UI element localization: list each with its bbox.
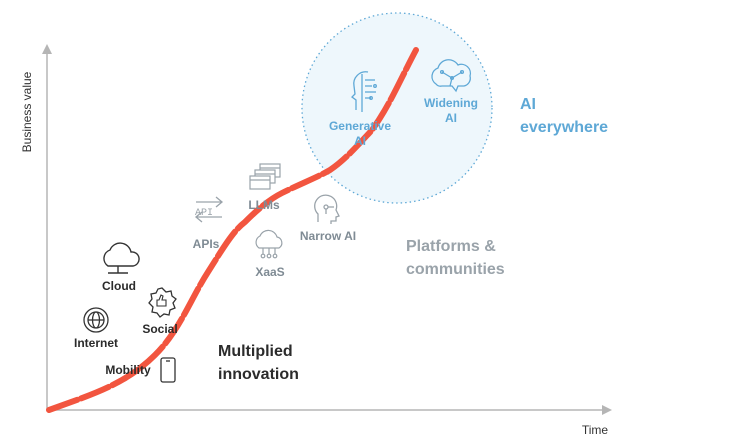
- globe-icon: [83, 307, 109, 333]
- stacked-windows-icon: [249, 163, 281, 190]
- x-axis-label: Time: [582, 423, 609, 437]
- phase-multiplied-innovation-line2: innovation: [218, 366, 299, 383]
- phase-multiplied-innovation-line1: Multiplied: [218, 343, 293, 360]
- internet-label: Internet: [74, 336, 118, 350]
- x-axis: [47, 405, 612, 415]
- phase-ai-everywhere-line1: AI: [520, 96, 536, 113]
- narrow-ai-label: Narrow AI: [300, 229, 356, 243]
- social-label: Social: [142, 322, 177, 336]
- growth-curve: [46, 47, 419, 413]
- phase-ai-everywhere-line2: everywhere: [520, 119, 608, 136]
- phase-platforms-communities-line1: Platforms &: [406, 238, 496, 255]
- ai-face-icon: [351, 71, 377, 112]
- cloud-label: Cloud: [102, 279, 136, 293]
- y-axis-arrow: [42, 44, 52, 54]
- widening-ai-label-line2: AI: [445, 111, 457, 125]
- x-axis-arrow: [602, 405, 612, 415]
- generative-ai-label-line1: Generative: [329, 119, 391, 133]
- ai-head-icon: [314, 194, 340, 224]
- cloud-network-icon: [255, 229, 283, 259]
- thumbs-up-badge-icon: [148, 287, 177, 318]
- apis-label: APIs: [193, 237, 220, 251]
- xaas-label: XaaS: [255, 265, 284, 279]
- mobility-label: Mobility: [105, 363, 151, 377]
- api-tag-text: API: [195, 208, 213, 219]
- llms-label: LLMs: [248, 198, 280, 212]
- phase-platforms-communities-line2: communities: [406, 261, 505, 278]
- generative-ai-label-line2: AI: [354, 134, 366, 148]
- y-axis: [42, 44, 52, 410]
- y-axis-label: Business value: [20, 71, 34, 152]
- brain-network-icon: [431, 59, 472, 93]
- api-arrows-icon: [194, 196, 224, 223]
- widening-ai-label-line1: Widening: [424, 96, 478, 110]
- smartphone-icon: [160, 357, 176, 383]
- cloud-icon: [103, 242, 140, 274]
